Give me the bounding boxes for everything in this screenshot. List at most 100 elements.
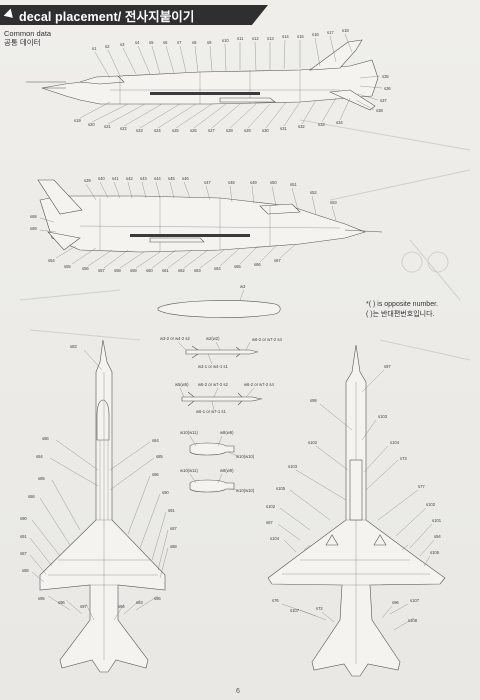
svg-text:s11: s11 (237, 36, 244, 41)
svg-text:s24: s24 (154, 128, 161, 133)
svg-text:s18: s18 (342, 28, 349, 33)
svg-text:s106: s106 (430, 550, 440, 555)
svg-text:s12: s12 (252, 36, 259, 41)
svg-text:s44: s44 (154, 176, 161, 181)
weapon-label-r2b: w6-2 or w7-2 s2 (198, 382, 228, 387)
svg-text:s88: s88 (22, 568, 29, 573)
svg-text:s15: s15 (297, 34, 304, 39)
svg-text:s43: s43 (140, 176, 147, 181)
svg-text:s86: s86 (28, 494, 35, 499)
weapon-label-r1a: w3-2 or w4-2 s2 (160, 336, 190, 341)
svg-text:s1: s1 (92, 46, 97, 51)
svg-text:s98: s98 (310, 398, 317, 403)
svg-text:s72: s72 (316, 606, 323, 611)
svg-text:s33: s33 (318, 122, 325, 127)
svg-text:s53: s53 (330, 200, 337, 205)
svg-text:s45: s45 (168, 176, 175, 181)
svg-text:s40: s40 (98, 176, 105, 181)
svg-text:s16: s16 (312, 32, 319, 37)
svg-text:s94: s94 (434, 534, 441, 539)
weapon-label-r3b: w8(w9) (220, 430, 234, 435)
note-en: *( ) is opposite number. (366, 301, 438, 308)
weapons-group: w3 w3-2 or w4-2 s2 w2(w2) w6-2 or w7-2 s… (157, 284, 282, 493)
side-view-right (37, 179, 383, 253)
svg-text:s97: s97 (80, 604, 87, 609)
svg-text:s88: s88 (170, 544, 177, 549)
svg-text:s5: s5 (149, 40, 154, 45)
svg-text:s4: s4 (135, 40, 140, 45)
svg-text:s2: s2 (105, 44, 110, 49)
svg-text:s48: s48 (228, 180, 235, 185)
svg-text:s28: s28 (226, 128, 233, 133)
svg-text:s8: s8 (192, 40, 197, 45)
svg-text:s90: s90 (20, 516, 27, 521)
weapon-label-top: w3 (240, 284, 246, 289)
svg-text:s50: s50 (270, 180, 277, 185)
svg-text:s27: s27 (208, 128, 215, 133)
svg-text:s77: s77 (418, 484, 425, 489)
svg-text:s41: s41 (112, 176, 119, 181)
weapon-label-r1d: w6-2 or w7-2 s4 (252, 337, 282, 342)
svg-text:s55: s55 (64, 264, 71, 269)
svg-text:s39: s39 (84, 178, 91, 183)
svg-text:s104: s104 (390, 440, 400, 445)
svg-text:s60: s60 (146, 268, 153, 273)
svg-text:s58: s58 (114, 268, 121, 273)
svg-text:s35: s35 (382, 74, 389, 79)
svg-text:s19: s19 (74, 118, 81, 123)
svg-text:s104: s104 (270, 536, 280, 541)
svg-text:s91: s91 (168, 508, 175, 513)
svg-text:s84: s84 (36, 454, 43, 459)
svg-text:s57: s57 (98, 268, 105, 273)
svg-text:s76: s76 (272, 598, 279, 603)
bomb-1 (189, 442, 235, 456)
plan-view-bottom (267, 344, 446, 677)
svg-text:s96: s96 (392, 600, 399, 605)
section-title: decal placement/ 전사지붙이기 (19, 9, 195, 24)
svg-text:s47: s47 (204, 180, 211, 185)
svg-text:s54: s54 (48, 258, 55, 263)
svg-text:s85: s85 (38, 476, 45, 481)
svg-text:s95: s95 (38, 596, 45, 601)
svg-text:s21: s21 (104, 124, 111, 129)
svg-text:s25: s25 (172, 128, 179, 133)
svg-text:s20: s20 (88, 122, 95, 127)
weapon-label-r2c: w6-2 or w7-2 s4 (244, 382, 274, 387)
plan-view-top (39, 339, 166, 673)
svg-text:s87: s87 (170, 526, 177, 531)
svg-text:s6: s6 (163, 40, 168, 45)
common-data-en: Common data (4, 29, 52, 38)
weapon-label-r1c: w3-1 or w4-1 s1 (198, 364, 228, 369)
svg-text:s13: s13 (267, 36, 274, 41)
svg-text:s103: s103 (288, 464, 298, 469)
svg-text:s38: s38 (376, 108, 383, 113)
svg-text:s36: s36 (384, 86, 391, 91)
svg-text:s102: s102 (426, 502, 436, 507)
svg-text:s14: s14 (282, 34, 289, 39)
svg-text:s61: s61 (162, 268, 169, 273)
svg-text:s87: s87 (20, 551, 27, 556)
svg-text:s84: s84 (152, 438, 159, 443)
svg-text:s97: s97 (384, 364, 391, 369)
svg-text:s91: s91 (20, 534, 27, 539)
svg-text:s29: s29 (244, 128, 251, 133)
svg-text:s86: s86 (152, 472, 159, 477)
svg-text:s102: s102 (266, 504, 276, 509)
missile-2 (181, 396, 263, 402)
svg-text:s52: s52 (310, 190, 317, 195)
svg-text:s103: s103 (378, 414, 388, 419)
weapon-label-r3e: w10(w10) (236, 454, 255, 459)
svg-text:s73: s73 (400, 456, 407, 461)
svg-text:s63: s63 (194, 268, 201, 273)
weapon-label-r1b: w2(w2) (206, 336, 220, 341)
svg-text:s108: s108 (408, 618, 418, 623)
svg-text:s107: s107 (410, 598, 420, 603)
svg-text:s62: s62 (178, 268, 185, 273)
svg-text:s85: s85 (156, 454, 163, 459)
drop-tank (157, 300, 281, 318)
svg-text:s68: s68 (30, 214, 37, 219)
svg-text:s66: s66 (254, 262, 261, 267)
